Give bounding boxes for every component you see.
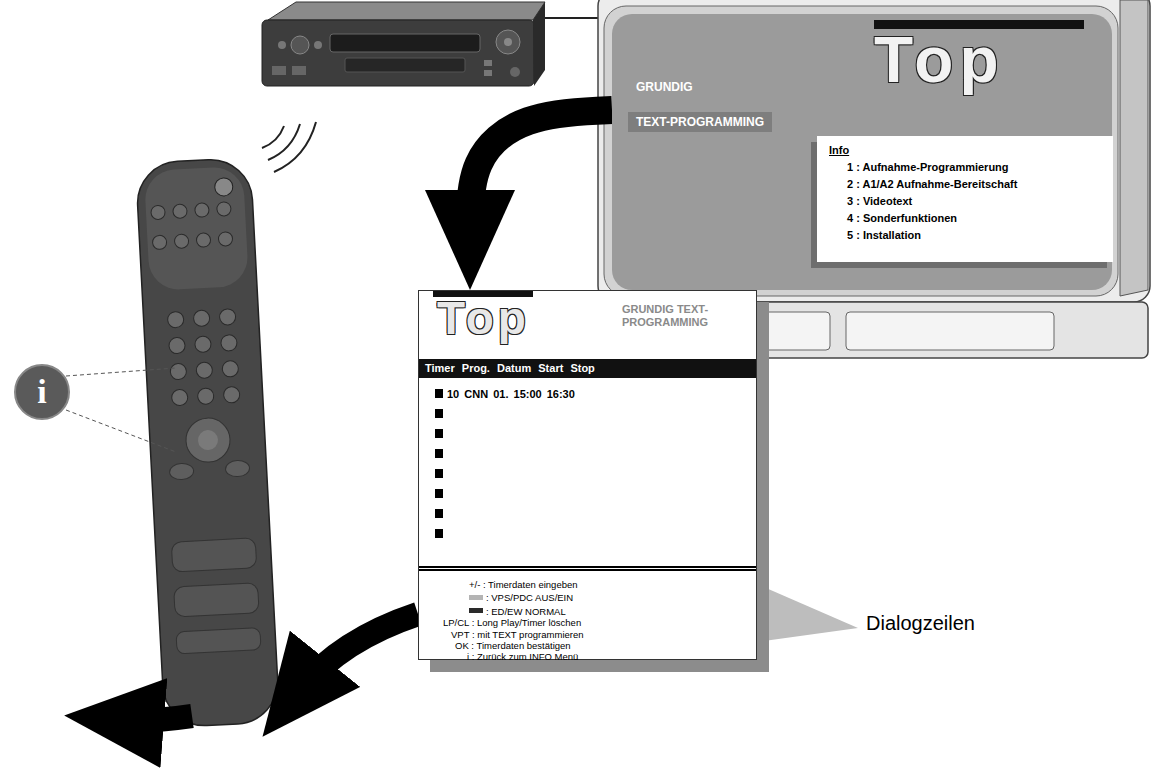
menu-item: 1 : Aufnahme-Programmierung bbox=[847, 159, 1103, 176]
timer-entry: 10 CNN 01. 15:00 16:30 bbox=[447, 387, 756, 401]
bullet-squares bbox=[435, 389, 449, 569]
logo-text: Top bbox=[874, 28, 1112, 92]
logo-text: Top bbox=[437, 293, 530, 343]
dialog-lines: +/- : Timerdaten eingeben: VPS/PDC AUS/E… bbox=[419, 574, 756, 663]
callout-wedge bbox=[757, 584, 858, 642]
remote-control bbox=[135, 158, 279, 728]
legend-row: : ED/EW NORMAL bbox=[469, 604, 756, 617]
flow-arrow bbox=[470, 110, 612, 230]
legend-swatch bbox=[469, 595, 483, 600]
dialog-line: VPT : mit TEXT programmieren bbox=[451, 629, 756, 640]
dialog-line: LP/CL : Long Play/Timer löschen bbox=[443, 617, 756, 628]
legend-text: : ED/EW NORMAL bbox=[486, 606, 566, 617]
timer-screen: Top GRUNDIG TEXT-PROGRAMMING Timer Prog. D… bbox=[418, 290, 757, 660]
television bbox=[598, 0, 1150, 358]
callout-leader bbox=[66, 368, 176, 452]
menu-title: Info bbox=[829, 142, 1103, 159]
video-recorder bbox=[262, 2, 600, 86]
timer-list: 10 CNN 01. 15:00 16:30 bbox=[419, 381, 756, 571]
callout-label: Dialogzeilen bbox=[866, 612, 975, 635]
legend-row: : VPS/PDC AUS/EIN bbox=[469, 590, 756, 603]
continue-arrow bbox=[124, 614, 418, 721]
menu-item: 5 : Installation bbox=[847, 227, 1103, 244]
info-symbol: i bbox=[37, 375, 46, 409]
callout-circle: i bbox=[14, 364, 70, 420]
infrared-waves bbox=[262, 122, 316, 172]
dialog-line: OK : Timerdaten bestätigen bbox=[455, 640, 756, 651]
dialog-line: i : Zurück zum INFO Menü bbox=[467, 651, 756, 662]
info-menu: Info1 : Aufnahme-Programmierung2 : A1/A2… bbox=[817, 136, 1113, 262]
menu-item: 4 : Sonderfunktionen bbox=[847, 210, 1103, 227]
legend-text: : VPS/PDC AUS/EIN bbox=[486, 592, 573, 603]
column-header: Timer Prog. Datum Start Stop bbox=[419, 359, 756, 378]
tv-screen: TopGRUNDIG TEXT-PROGRAMMING Info1 : Aufnah… bbox=[612, 14, 1112, 290]
brand-text: TEXT-PROGRAMMING bbox=[628, 112, 772, 132]
dialog-line: +/- : Timerdaten eingeben bbox=[469, 579, 756, 590]
header-text: Timer Prog. Datum Start Stop bbox=[425, 362, 750, 374]
menu-item: 2 : A1/A2 Aufnahme-Bereitschaft bbox=[847, 176, 1103, 193]
brand-text: GRUNDIG TEXT-PROGRAMMING bbox=[622, 303, 740, 329]
brand-text: GRUNDIG bbox=[636, 80, 1112, 94]
legend: : VPS/PDC AUS/EIN : ED/EW NORMAL bbox=[469, 590, 756, 617]
legend-swatch bbox=[469, 608, 483, 613]
menu-item: 3 : Videotext bbox=[847, 193, 1103, 210]
